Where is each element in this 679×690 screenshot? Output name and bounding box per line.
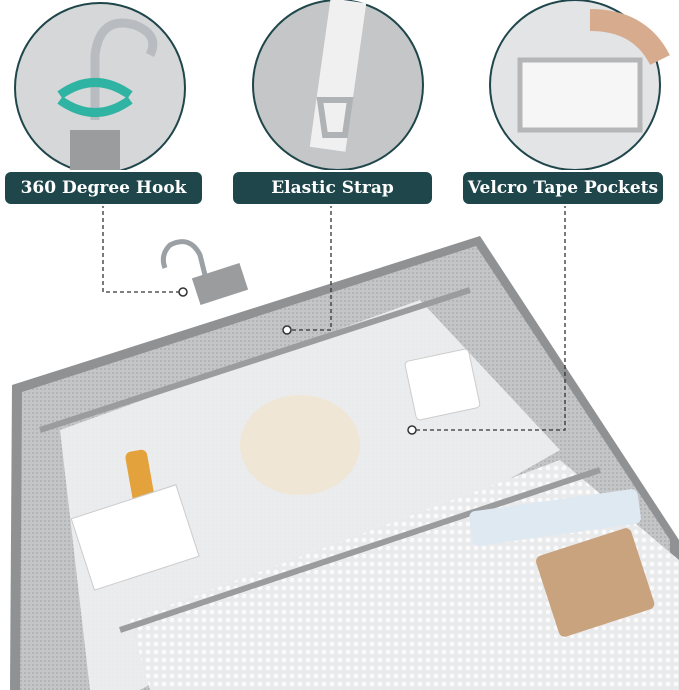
toiletry-bag: [10, 236, 679, 690]
callout-label-strap: Elastic Strap: [233, 172, 432, 204]
leader-hook: [102, 204, 181, 293]
velcro-inset: [489, 0, 670, 171]
compact: [536, 528, 655, 637]
toothpaste: [469, 489, 641, 546]
strap-inset: [252, 0, 424, 171]
leader-strap: [289, 204, 332, 331]
floss-box: [404, 348, 481, 421]
hook: [160, 239, 208, 276]
marker-hook: [178, 287, 188, 297]
soap: [240, 395, 360, 495]
rotate-arrows-icon: [57, 78, 133, 99]
bandage: [70, 484, 200, 591]
leader-velcro: [414, 204, 566, 431]
hook-inset: [14, 2, 186, 180]
marker-velcro: [407, 425, 417, 435]
leader-lines: [102, 204, 566, 431]
marker-strap: [282, 325, 292, 335]
callout-label-hook: 360 Degree Hook: [5, 172, 202, 204]
callout-label-velcro: Velcro Tape Pockets: [463, 172, 663, 204]
